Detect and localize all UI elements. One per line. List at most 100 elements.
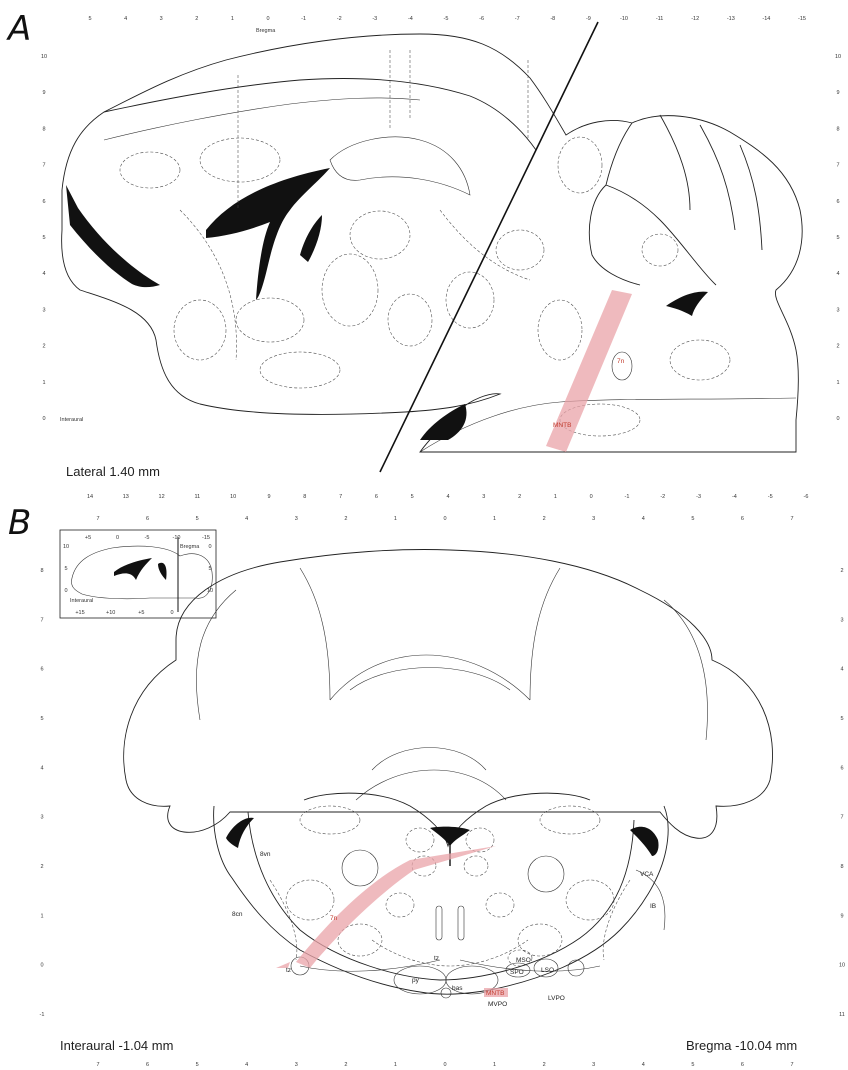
inset-tick-label: 10 [63, 544, 69, 550]
tick-label: 3 [592, 1062, 595, 1068]
tick-label: 0 [443, 516, 446, 522]
nucleus-outline [200, 138, 280, 182]
tick-label: 4 [124, 16, 127, 22]
tick-label: 0 [42, 416, 45, 422]
tick-label: 1 [493, 1062, 496, 1068]
tick-label: 12 [159, 494, 165, 500]
tick-label: 10 [41, 54, 47, 60]
tick-label: -5 [768, 494, 773, 500]
label-lso: LSO [541, 967, 554, 974]
tick-label: 4 [840, 667, 843, 673]
tick-label: -2 [660, 494, 665, 500]
cortex-inner [104, 79, 536, 150]
tick-label: -1 [301, 16, 306, 22]
inset-tick-label: 0 [64, 588, 67, 594]
lateral-circle [568, 960, 584, 976]
tick-label: -10 [620, 16, 628, 22]
lateral-recess-right [630, 827, 659, 856]
tick-label: 2 [518, 494, 521, 500]
tick-label: 3 [836, 307, 839, 313]
tick-label: 1 [836, 380, 839, 386]
label-lvpo: LVPO [548, 995, 565, 1002]
tick-label: 11 [839, 1012, 845, 1018]
tick-label: 8 [303, 494, 306, 500]
tick-label: 6 [375, 494, 378, 500]
label-ib: IB [650, 903, 656, 910]
lateral-recess-left [226, 818, 254, 848]
tick-label: 5 [88, 16, 91, 22]
cortical-layer-line [104, 98, 420, 140]
tick-label: 8 [840, 864, 843, 870]
panel-a-interaural-label: Interaural [60, 417, 83, 423]
nucleus-outline [350, 211, 410, 259]
inset-tick-label: 0 [170, 610, 173, 616]
tick-label: 2 [344, 516, 347, 522]
nucleus-outline [464, 856, 488, 876]
inset-tick-label: -10 [173, 535, 181, 541]
tick-label: 14 [87, 494, 93, 500]
tick-label: 6 [836, 199, 839, 205]
nucleus-outline [388, 294, 432, 346]
boundary-line [270, 880, 630, 966]
panel-a-letter: A [6, 9, 31, 49]
vestibular-circle-left [342, 850, 378, 886]
tick-label: -1 [625, 494, 630, 500]
inset-interaural-label: Interaural [70, 598, 93, 604]
tick-label: 7 [840, 815, 843, 821]
nucleus-outline [518, 924, 562, 956]
tick-label: 8 [836, 126, 839, 132]
tick-label: 4 [245, 1062, 248, 1068]
tick-label: 3 [160, 16, 163, 22]
cerebellum-outline [124, 550, 773, 839]
tick-label: 1 [394, 1062, 397, 1068]
label-7n-b: 7n [330, 915, 338, 922]
tick-label: -4 [732, 494, 737, 500]
label-mntb-a: MNTB [553, 422, 571, 429]
tick-label: 13 [123, 494, 129, 500]
tick-label: 6 [40, 667, 43, 673]
nucleus-outline [566, 880, 614, 920]
panel-a-caption: Lateral 1.40 mm [66, 464, 160, 479]
facial-nerve-7n-outline [612, 352, 632, 380]
tick-label: 5 [840, 716, 843, 722]
tick-label: -13 [727, 16, 735, 22]
panel-b-letter: B [8, 503, 31, 543]
hippocampus [330, 137, 470, 195]
inset-bregma-label: Bregma [180, 544, 200, 550]
tick-label: -11 [656, 16, 664, 22]
tick-label: 3 [482, 494, 485, 500]
tick-label: 3 [295, 516, 298, 522]
tick-label: 3 [40, 815, 43, 821]
panel-b-left-ticks: 876543210-1 [40, 568, 45, 1018]
inset-tick-label: +10 [106, 610, 115, 616]
tick-label: 8 [42, 126, 45, 132]
inset-tick-label: +15 [75, 610, 84, 616]
tick-label: 0 [40, 963, 43, 969]
sagittal-outline [62, 34, 803, 452]
mlf-right [458, 906, 464, 940]
label-8vn: 8vn [260, 851, 271, 858]
nucleus-outline [486, 893, 514, 917]
label-8cn: 8cn [232, 911, 243, 918]
tick-label: 5 [691, 516, 694, 522]
tick-label: -1 [40, 1012, 45, 1018]
tick-label: -5 [444, 16, 449, 22]
tick-label: 4 [836, 271, 839, 277]
inset-tick-label: +5 [138, 610, 144, 616]
nucleus-outline [540, 806, 600, 834]
inset-tick-label: -5 [145, 535, 150, 541]
tick-label: 3 [295, 1062, 298, 1068]
tick-label: -12 [691, 16, 699, 22]
tick-label: 3 [592, 516, 595, 522]
tick-label: 4 [446, 494, 449, 500]
tick-label: 9 [42, 90, 45, 96]
panel-b-highlight-7n [296, 846, 496, 968]
tick-label: 4 [40, 765, 43, 771]
tick-label: -3 [372, 16, 377, 22]
tick-label: 10 [230, 494, 236, 500]
tick-label: 6 [146, 1062, 149, 1068]
olfactory-ventricle [66, 185, 160, 287]
